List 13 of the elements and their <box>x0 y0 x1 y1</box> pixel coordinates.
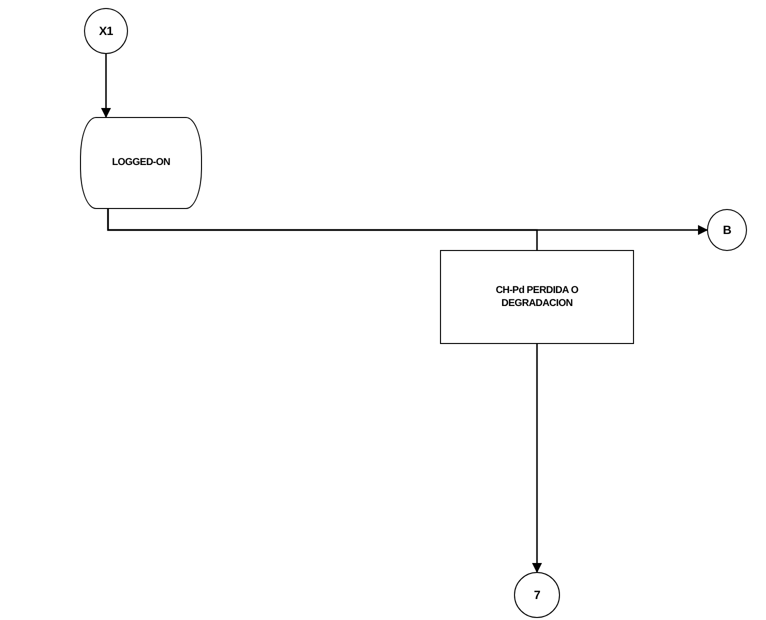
node-label: LOGGED-ON <box>110 156 172 170</box>
node-label: B <box>722 222 732 238</box>
node-label: 7 <box>532 586 542 604</box>
arrow <box>532 344 542 573</box>
connector-circle <box>514 572 560 618</box>
process-box <box>440 250 634 344</box>
connector-circle <box>707 209 747 251</box>
connector-line <box>107 209 538 250</box>
arrow <box>101 54 111 118</box>
node-label: X1 <box>98 22 114 40</box>
connector-circle <box>84 8 128 54</box>
node-label: CH-Pd PERDIDA O DEGRADACION <box>494 284 580 310</box>
state-box <box>80 117 202 209</box>
